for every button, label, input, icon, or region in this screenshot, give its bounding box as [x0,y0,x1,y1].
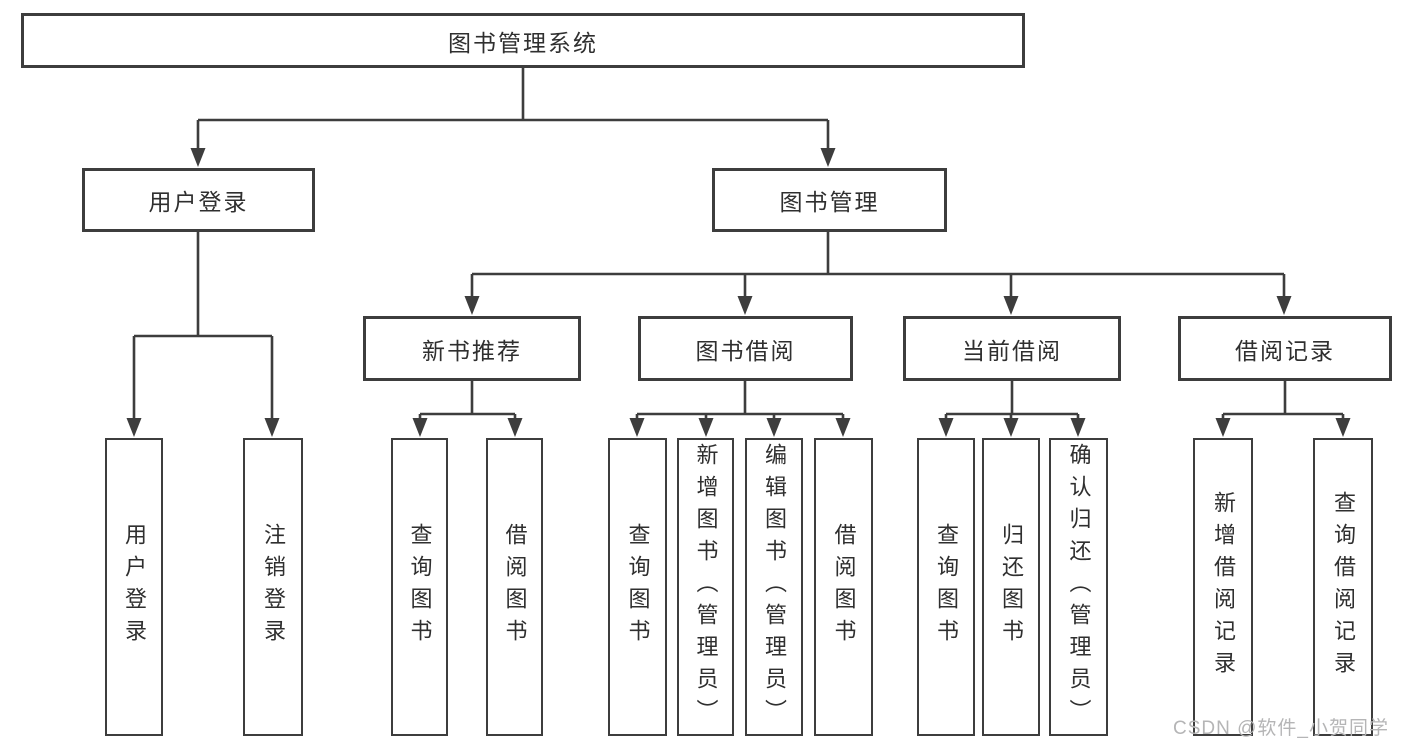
leaf-add-borrow-record: 新增借阅记录 [1193,438,1253,736]
leaf-edit-book-admin: 编辑图书（管理员） [745,438,803,736]
node-book-management: 图书管理 [712,168,947,232]
leaf-logout: 注销登录 [243,438,303,736]
leaf-query-books-1: 查询图书 [391,438,448,736]
node-user-login-label: 用户登录 [148,189,249,215]
leaf-add-book-admin-label: 新增图书（管理员） [693,443,719,731]
node-borrowing-records: 借阅记录 [1178,316,1392,381]
leaf-query-books-3: 查询图书 [917,438,975,736]
node-new-book-recommend-label: 新书推荐 [422,337,522,364]
leaf-borrow-books-1: 借阅图书 [486,438,543,736]
leaf-borrow-books-2-label: 借阅图书 [831,523,857,651]
leaf-query-books-1-label: 查询图书 [407,523,433,651]
leaf-edit-book-admin-label: 编辑图书（管理员） [762,443,787,731]
leaf-query-books-2-label: 查询图书 [625,523,651,651]
node-borrowing-records-label: 借阅记录 [1235,337,1335,364]
leaf-confirm-return-admin: 确认归还（管理员） [1049,438,1108,736]
csdn-watermark: CSDN @软件_小贺同学 [1173,718,1389,739]
leaf-add-book-admin: 新增图书（管理员） [677,438,734,736]
node-current-borrowing: 当前借阅 [903,316,1121,381]
leaf-query-books-3-label: 查询图书 [934,523,959,651]
leaf-logout-label: 注销登录 [261,523,286,651]
leaf-borrow-books-1-label: 借阅图书 [502,523,528,651]
leaf-return-books-label: 归还图书 [999,523,1024,651]
leaf-query-borrow-record-label: 查询借阅记录 [1331,491,1356,683]
node-book-management-label: 图书管理 [779,189,880,215]
node-root-label: 图书管理系统 [448,29,598,56]
leaf-query-books-2: 查询图书 [608,438,667,736]
node-new-book-recommend: 新书推荐 [363,316,581,381]
node-root-library-system: 图书管理系统 [21,13,1025,68]
leaf-add-borrow-record-label: 新增借阅记录 [1211,491,1236,683]
leaf-user-login-label: 用户登录 [122,523,147,651]
leaf-confirm-return-admin-label: 确认归还（管理员） [1066,443,1092,731]
leaf-borrow-books-2: 借阅图书 [814,438,873,736]
node-current-borrowing-label: 当前借阅 [962,337,1062,364]
leaf-query-borrow-record: 查询借阅记录 [1313,438,1373,736]
leaf-return-books: 归还图书 [982,438,1040,736]
node-book-borrowing-label: 图书借阅 [695,337,796,364]
node-user-login: 用户登录 [82,168,315,232]
leaf-user-login: 用户登录 [105,438,163,736]
node-book-borrowing: 图书借阅 [638,316,853,381]
